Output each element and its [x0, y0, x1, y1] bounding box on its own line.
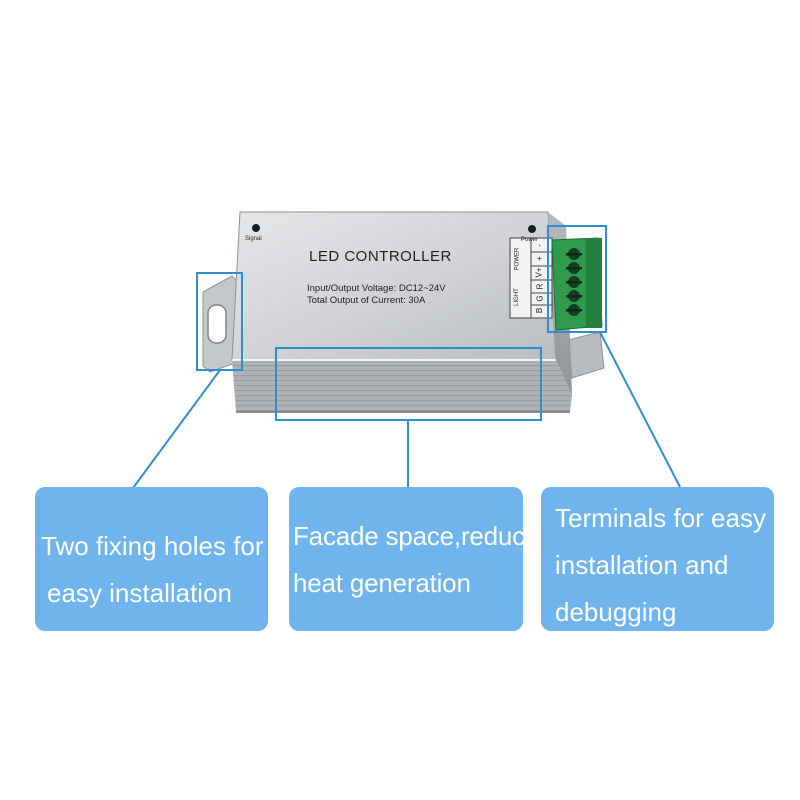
callout-fixing-holes: Two fixing holes for easy installation [35, 487, 268, 631]
power-led-icon [528, 225, 536, 233]
mounting-ear-right [567, 331, 605, 379]
spec-current: Total Output of Current: 30A [307, 295, 426, 306]
callout-line: debugging [555, 597, 677, 627]
callout-line: easy installation [47, 578, 232, 608]
terminal-pin-label: V+ [534, 267, 544, 278]
terminals-highlight [547, 225, 607, 333]
terminal-block [551, 237, 603, 331]
callout-line: heat generation [293, 568, 471, 598]
callout-facade: Facade space,reduce heat generation [289, 487, 540, 631]
connector-line-left [132, 369, 221, 489]
terminal-group-light: LIGHT [513, 288, 520, 306]
signal-label: Signal [245, 236, 262, 242]
terminal-pin-label: - [534, 244, 544, 247]
terminal-pin-label: B [535, 307, 545, 314]
terminal-pin-label: G [535, 295, 545, 302]
fixing-hole [207, 304, 227, 344]
terminal-screw-icon [566, 248, 582, 316]
callout-line: Terminals for easy [555, 503, 766, 533]
terminal-group-power: POWER [514, 247, 521, 271]
spec-voltage: Input/Output Voltage: DC12~24V [307, 283, 446, 294]
power-label: Power [521, 237, 539, 243]
terminal-pin-label: R [535, 283, 545, 290]
terminal-label-plate [509, 237, 553, 319]
callout-terminals: Terminals for easy installation and debu… [541, 487, 774, 631]
signal-led-icon [252, 224, 260, 232]
device-title: LED CONTROLLER [309, 248, 452, 265]
callout-line: Facade space,reduce [293, 521, 540, 551]
callout-line: installation and [555, 550, 729, 580]
connector-line-right [599, 331, 681, 488]
callout-line: Two fixing holes for [41, 531, 264, 561]
terminal-pin-label: + [534, 256, 544, 261]
heat-sink-face [232, 360, 572, 412]
